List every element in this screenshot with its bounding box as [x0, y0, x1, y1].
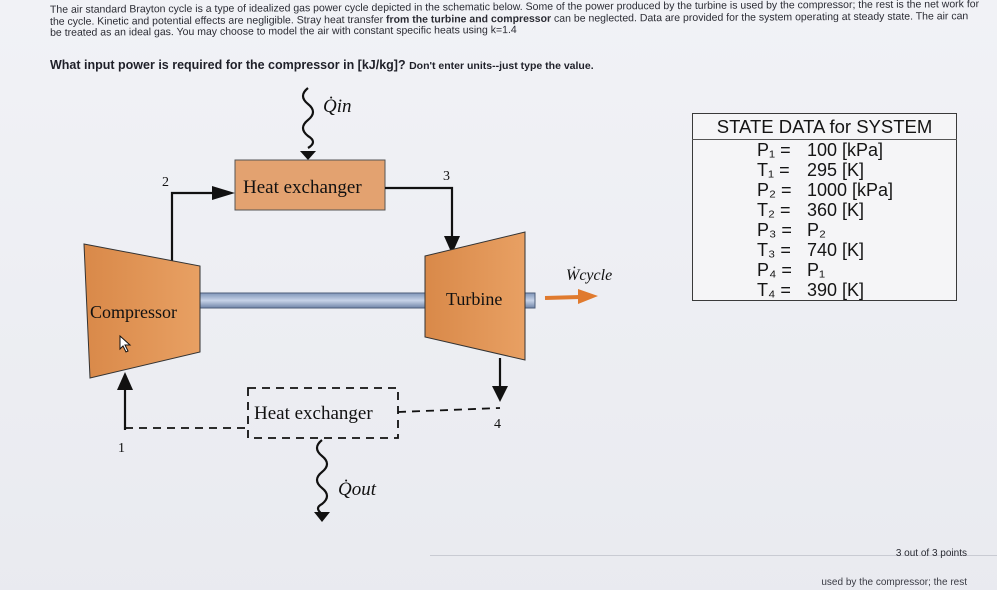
w-cycle-label: Ẇcycle — [566, 266, 612, 284]
state-row-t2: T₂ =360 [K] — [757, 200, 865, 220]
compressor-body — [83, 243, 201, 379]
divider — [430, 555, 997, 556]
state-row-t4: T₄ =390 [K] — [757, 280, 865, 300]
q-in-label: Q̇in — [323, 95, 352, 117]
state-4-label: 4 — [494, 417, 501, 432]
q-out-label: Q̇out — [338, 478, 377, 500]
state-2-label: 2 — [162, 175, 169, 190]
q-out-wavy-line — [315, 439, 329, 515]
w-cycle-arrowhead — [578, 289, 598, 304]
heat-exchanger-bottom-label: Heat exchanger — [254, 403, 373, 424]
state-3-label: 3 — [443, 169, 450, 184]
arrow-into-turbine — [444, 236, 460, 254]
dashed-line-right — [397, 407, 501, 413]
state-row-t1: T₁ =295 [K] — [757, 160, 865, 180]
line-state-2 — [170, 191, 226, 265]
next-question-fragment: used by the compressor; the rest — [821, 577, 967, 588]
problem-statement: The air standard Brayton cycle is a type… — [50, 0, 980, 39]
line-state-3 — [385, 186, 454, 240]
points-score: 3 out of 3 points — [895, 548, 967, 559]
turbine-label: Turbine — [446, 289, 502, 309]
state-table-title: STATE DATA for SYSTEM — [692, 113, 957, 140]
brayton-cycle-schematic: Q̇in Heat exchanger 2 3 Compressor Turbi… — [83, 87, 612, 522]
state-1-label: 1 — [118, 441, 125, 456]
compressor-label: Compressor — [90, 302, 177, 322]
state-row-p1: P₁ =100 [kPa] — [757, 140, 884, 160]
q-in-wavy-line — [301, 87, 315, 149]
question-text: What input power is required for the com… — [50, 58, 406, 72]
heat-exchanger-top-label: Heat exchanger — [243, 177, 362, 198]
arrow-into-hx — [212, 186, 235, 200]
question-note: Don't enter units--just type the value. — [409, 60, 594, 72]
state-row-p4: P₄ =P₁ — [757, 260, 826, 280]
q-out-arrowhead — [314, 512, 330, 522]
heat-exchanger-bottom — [247, 387, 399, 439]
heat-exchanger-top — [234, 159, 386, 211]
q-in-arrowhead — [300, 151, 316, 160]
turbine-body — [424, 231, 526, 361]
state-row-p3: P₃ =P₂ — [757, 220, 826, 240]
state-row-p2: P₂ =1000 [kPa] — [757, 180, 894, 200]
state-row-t3: T₃ =740 [K] — [757, 240, 865, 260]
state-data-table: STATE DATA for SYSTEM P₁ =100 [kPa] T₁ =… — [692, 113, 957, 301]
arrow-turbine-exit — [492, 386, 508, 402]
mouse-cursor-icon — [119, 334, 132, 353]
w-cycle-arrow-line — [544, 295, 581, 300]
question: What input power is required for the com… — [50, 58, 950, 72]
arrow-compressor-inlet — [117, 372, 133, 390]
